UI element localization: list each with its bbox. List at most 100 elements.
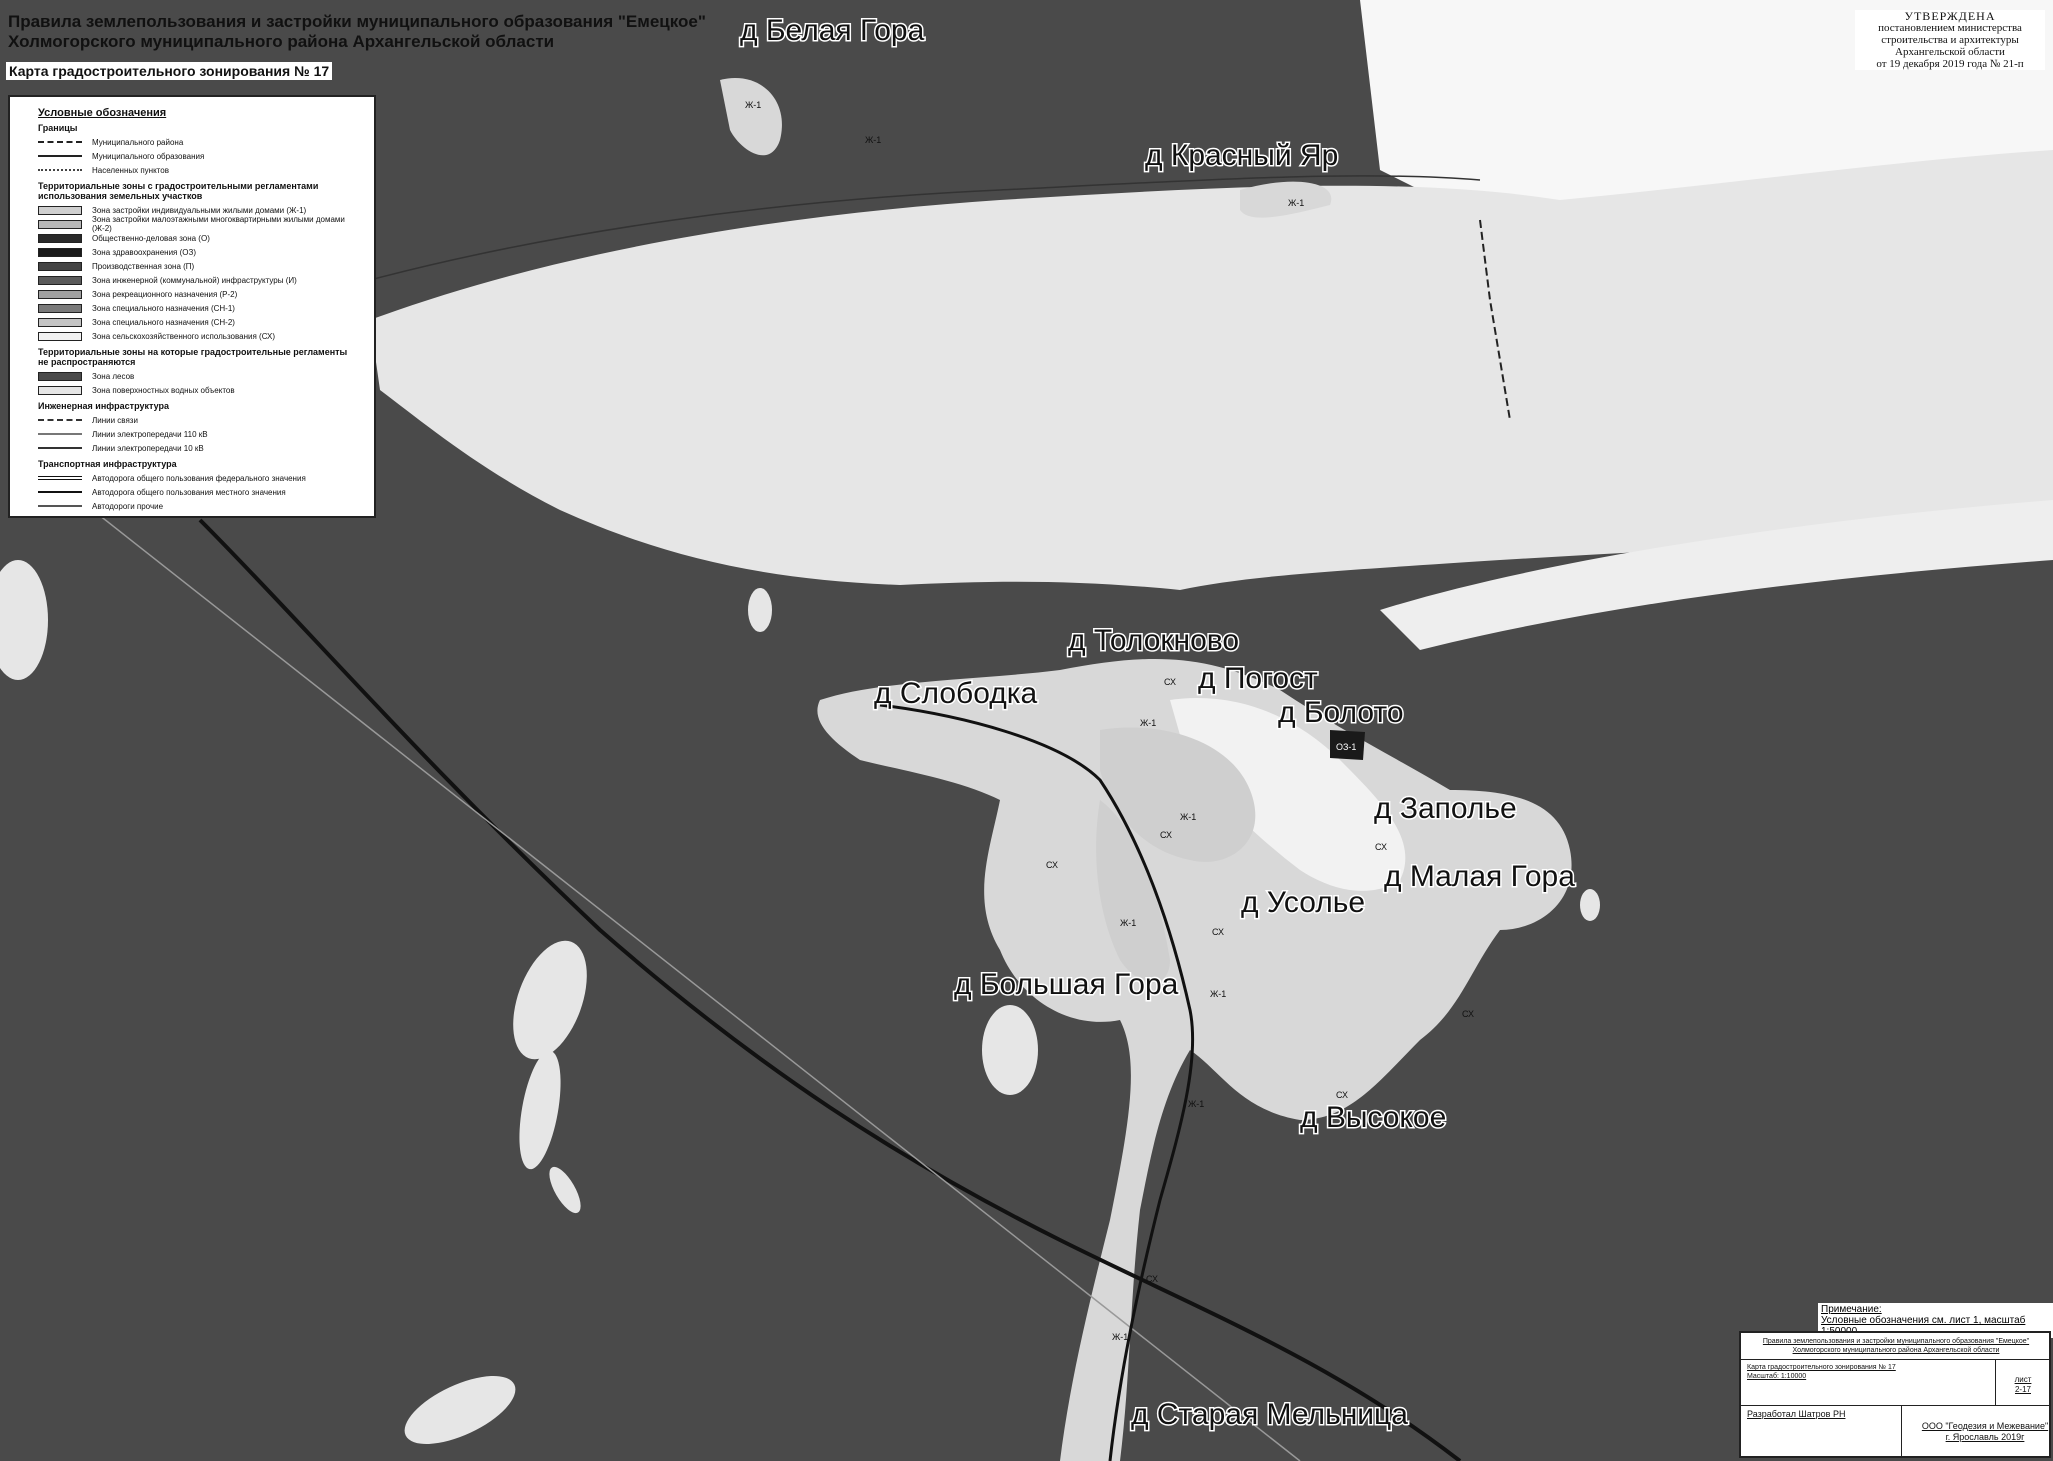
legend-item: Зона рекреационного назначения (Р-2) (38, 287, 360, 301)
federal-road (198, 518, 1462, 1461)
river-sandbar (1380, 500, 2053, 650)
zone-code-label: СХ (1046, 860, 1058, 870)
legend-section-heading: Территориальные зоны на которые градостр… (38, 347, 348, 367)
village-label: д Толокново (1068, 624, 1239, 657)
stamp-org-line: г. Ярославль 2019г (1945, 1432, 2025, 1442)
stamp-map-info: Карта градостроительного зонирования № 1… (1747, 1363, 1977, 1381)
legend-swatch (38, 371, 82, 381)
title-line: Правила землепользования и застройки мун… (8, 12, 706, 31)
legend-item-label: Муниципального образования (92, 151, 205, 161)
legend-item: Населенных пунктов (38, 163, 360, 177)
stamp-project-line: Холмогорского муниципального района Арха… (1792, 1347, 2000, 1354)
agri-zone (1170, 698, 1406, 891)
legend-item: Зона инженерной (коммунальной) инфрастру… (38, 273, 360, 287)
stamp-developer: Разработал Шатров РН (1747, 1409, 1846, 1419)
legend-line-symbol (38, 433, 82, 435)
legend-item-label: Зона застройки индивидуальными жилыми до… (92, 205, 307, 215)
north-shore-line (369, 175, 1481, 281)
legend-item-label: Линии электропередачи 10 кВ (92, 443, 204, 453)
stamp-sheet: лист 2-17 (2001, 1375, 2045, 1395)
village-label: д Малая Гора (1384, 860, 1575, 893)
clearing (1580, 889, 1600, 921)
legend-swatch (38, 317, 82, 327)
legend-swatch (38, 205, 82, 215)
legend-item: Линии связи (38, 413, 360, 427)
zone-code-label: Ж-1 (1288, 198, 1304, 208)
zone-code-label: Ж-1 (1120, 918, 1136, 928)
stamp-divider (1741, 1405, 2051, 1406)
legend-item-label: Зона инженерной (коммунальной) инфрастру… (92, 275, 297, 285)
legend-line-symbol (38, 447, 82, 449)
legend-item-label: Зона рекреационного назначения (Р-2) (92, 289, 238, 299)
zone-code-label: Ж-1 (1210, 989, 1226, 999)
legend-swatch (38, 275, 82, 285)
map-title: Правила землепользования и застройки мун… (8, 12, 706, 52)
village-label: д Заполье (1374, 792, 1517, 825)
village-label: д Слободка (874, 677, 1038, 710)
river (370, 150, 2053, 590)
legend-item-label: Зона поверхностных водных объектов (92, 385, 235, 395)
legend-item: Муниципального района (38, 135, 360, 149)
legend-section-heading: Инженерная инфраструктура (38, 401, 169, 411)
legend-item: Зона застройки малоэтажными многоквартир… (38, 215, 360, 233)
legend-item-label: Зона застройки малоэтажными многоквартир… (92, 215, 345, 233)
legend-swatch (38, 385, 82, 395)
legend-line-symbol (38, 169, 82, 171)
legend-item-label: Автодороги прочие (92, 501, 164, 511)
stamp-sheet-label: лист (2014, 1375, 2032, 1384)
legend-item-label: Населенных пунктов (92, 165, 169, 175)
legend-item: Зона поверхностных водных объектов (38, 383, 360, 397)
village-label: д Усолье (1241, 886, 1365, 919)
approval-heading: УТВЕРЖДЕНА (1904, 9, 1996, 23)
settlement-krasny-yar (1240, 181, 1332, 218)
village-label: д Болото (1278, 696, 1404, 729)
legend-item-label: Зона сельскохозяйственного использования… (92, 331, 276, 341)
legend-item: Зона сельскохозяйственного использования… (38, 329, 360, 343)
legend-line-symbol (38, 491, 82, 493)
legend-section-heading: Транспортная инфраструктура (38, 459, 177, 469)
village-label: д Погост (1198, 662, 1318, 695)
legend-item: Линии электропередачи 110 кВ (38, 427, 360, 441)
zone-code-label: СХ (1160, 830, 1172, 840)
map-subtitle: Карта градостроительного зонирования № 1… (6, 62, 333, 80)
legend-item: Производственная зона (П) (38, 259, 360, 273)
zone-code-label: Ж-1 (745, 100, 761, 110)
legend-item-label: Зона здравоохранения (ОЗ) (92, 247, 196, 257)
approval-line: постановлением министерства (1878, 22, 2022, 34)
stamp-map-line: Масштаб: 1:10000 (1747, 1373, 1807, 1380)
legend-item-label: Линии связи (92, 415, 138, 425)
legend-swatch (38, 261, 82, 271)
clearing (404, 1375, 516, 1445)
legend-swatch (38, 219, 82, 229)
zone-code-label: ОЗ-1 (1336, 742, 1356, 752)
legend-section-heading: Территориальные зоны с градостроительным… (38, 181, 319, 201)
legend-item-label: Автодорога общего пользования федерально… (92, 473, 306, 483)
legend-item-label: Линии электропередачи 110 кВ (92, 429, 208, 439)
village-label: д Красный Яр (1145, 139, 1338, 172)
legend-item: Автодорога общего пользования местного з… (38, 485, 360, 499)
legend-item-label: Автодорога общего пользования местного з… (92, 487, 286, 497)
clearing (982, 1005, 1038, 1095)
clearing (513, 940, 587, 1060)
legend-item: Муниципального образования (38, 149, 360, 163)
settlement-belaya-gora (720, 78, 782, 156)
power-line-110kv (79, 499, 1301, 1461)
legend-item: Автодороги прочие (38, 499, 360, 513)
note-heading: Примечание: (1821, 1304, 1882, 1315)
legend-line-symbol (38, 419, 82, 421)
legend-title: Условные обозначения (38, 107, 167, 119)
stamp-organization: ООО "Геодезия и Межевание" г. Ярославль … (1921, 1421, 2049, 1443)
stamp-project-line: Правила землепользования и застройки мун… (1762, 1338, 2030, 1345)
zone-code-label: СХ (1375, 842, 1387, 852)
approval-line: от 19 декабря 2019 года № 21-п (1876, 58, 2024, 70)
zone-code-label: Ж-1 (1180, 812, 1196, 822)
clearing (519, 1050, 561, 1170)
legend-item: Зона застройки индивидуальными жилыми до… (38, 203, 360, 217)
legend-swatch (38, 303, 82, 313)
title-line: Холмогорского муниципального района Арха… (8, 32, 555, 51)
clearing (549, 1166, 581, 1214)
zone-code-label: СХ (1212, 927, 1224, 937)
legend-item: Зона специального назначения (СН-2) (38, 315, 360, 329)
